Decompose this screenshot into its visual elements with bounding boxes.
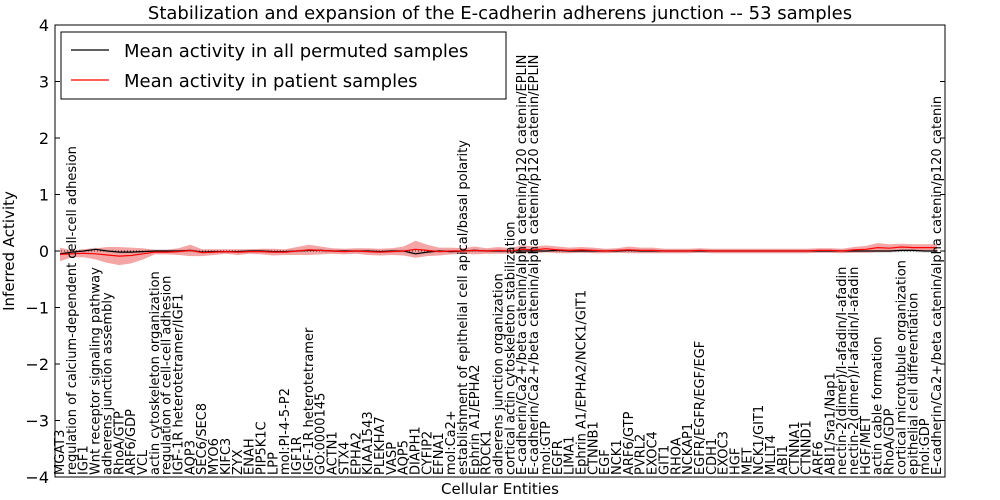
y-axis-label: Inferred Activity [0,191,18,311]
x-tick-label: RhoA/GDP [883,408,898,475]
x-tick-label: GIT1 [657,445,672,475]
patient-band [60,240,937,266]
x-tick-label: LPP [266,452,281,475]
x-tick-label: HGF/MET [859,416,874,475]
x-tick-label: KIFC3 [219,438,234,475]
series-line-patient [59,246,937,257]
x-tick-label: RhoA/GTP [112,411,127,475]
x-tick-label: E-cadherin/Ca2+/beta catenin/alpha caten… [515,55,530,475]
x-tick-label: EXOC3 [717,431,732,475]
legend: Mean activity in all permuted samples Me… [60,31,507,100]
x-tick-label: ROCK1 [480,430,495,475]
x-tick-label: DIAPH1 [409,426,424,475]
x-tick-label: mol:PI-4-5-P2 [278,388,293,475]
y-tick-label: −3 [25,412,49,431]
y-tick-label: 0 [39,242,49,261]
legend-label-permuted: Mean activity in all permuted samples [124,41,468,62]
x-tick-label: establishment of epithelial cell apical/… [456,140,471,475]
x-tick-label: actin cytoskeleton organization [148,271,163,475]
x-tick-label: mol:Ca2+ [444,410,459,475]
chart-title: Stabilization and expansion of the E-cad… [148,3,852,24]
x-tick-label: cortical microtubule organization [894,260,909,475]
x-tick-label: EGFR/EGFR/EGF/EGF [693,341,708,475]
x-tick-label: MGAT3 [53,430,68,475]
x-tick-label: ABI1/Sra1/Nap1 [823,372,838,475]
x-tick-label: mol:GTP [539,421,554,475]
x-tick-label: PVRL2 [634,434,649,475]
y-tick-label: −4 [25,468,49,487]
x-tick-label: ENAH [243,438,258,475]
x-tick-label: IGF1 [77,445,92,475]
x-tick-label: EGFR [551,440,566,475]
y-tick-label: −1 [25,299,49,318]
x-tick-label: nectin-2(dimer)/I-afadin/I-afadin [847,267,862,475]
x-tick-label: ARF6 [812,441,827,475]
x-tick-label: RHOA [669,437,684,475]
y-tick-label: −2 [25,355,49,374]
y-axis-ticks: −4 −3 −2 −1 0 1 2 3 4 [25,16,945,487]
x-tick-label: EGF [598,449,613,475]
x-tick-label: E-cadherin/Ca2+/beta catenin/alpha caten… [930,96,945,475]
x-tick-label: epithelial cell differentiation [906,293,921,475]
series-layer [59,246,937,257]
x-tick-label: NCK1/GIT1 [752,405,767,475]
x-tick-label: VASP [385,442,400,475]
x-tick-label: nectin-2(dimer)/I-afadin/I-afadin [835,267,850,475]
x-tick-label: actin cable formation [871,336,886,474]
x-tick-label: VCL [136,449,151,475]
y-tick-label: 3 [39,73,49,92]
x-tick-label: CTNND1 [800,420,815,475]
x-tick-label: PLEKHA7 [373,416,388,475]
x-tick-label: EXOC4 [646,431,661,475]
legend-box [60,31,507,100]
x-tick-label: PIP5K1C [255,421,270,475]
x-tick-label: EFNA1 [432,432,447,475]
x-tick-label: SEC6/SEC8 [195,403,210,475]
x-tick-label: Ephrin A1/EPHA2 [468,364,483,475]
x-tick-label: adherens junction organization [492,273,507,475]
x-tick-label: CTNNA1 [788,421,803,475]
x-tick-label: adherens junction assembly [100,292,115,475]
x-axis-label: Cellular Entities [441,480,559,498]
x-tick-label: ACTN1 [326,431,341,475]
x-tick-label: MLLT4 [764,435,779,475]
y-tick-label: 1 [39,186,49,205]
x-tick-label: NCK1 [610,439,625,475]
x-tick-label: CDH1 [705,438,720,475]
x-tick-label: IGF1R [290,436,305,475]
legend-label-patient: Mean activity in patient samples [124,71,418,92]
x-tick-label: mol:GDP [918,418,933,475]
x-tick-label: CTNNB1 [586,421,601,475]
x-tick-label: NCKAP1 [681,423,696,475]
x-tick-label: EPHA2 [349,432,364,475]
x-tick-label: ZYX [231,449,246,475]
x-tick-label: GO:0000145 [314,393,329,475]
x-tick-label: E-cadherin/Ca2+/beta catenin/alpha caten… [527,55,542,475]
x-tick-label: KIAA1543 [361,411,376,475]
x-tick-label: STX4 [337,442,352,475]
x-tick-label: MET [740,448,755,475]
x-tick-label: CYFIP2 [420,431,435,475]
x-tick-label: AQP3 [183,440,198,475]
x-tick-label: LIMA1 [563,436,578,475]
y-tick-label: 2 [39,129,49,148]
y-tick-label: 4 [39,16,49,35]
x-tick-label: Wnt receptor signaling pathway [89,267,104,475]
x-tick-label: ABI1 [776,445,791,475]
x-tick-label: HGF [729,448,744,475]
x-tick-label: cortical actin cytoskeleton stabilizatio… [503,221,518,475]
band-layer [60,240,937,266]
x-tick-label: regulation of cell-cell adhesion [160,276,175,475]
x-tick-label: Ephrin A1/EPHA2/NCK1/GIT1 [575,290,590,475]
x-tick-label: ARF6/GTP [622,411,637,475]
x-tick-label: regulation of calcium-dependent cell-cel… [65,146,80,475]
x-tick-label: ARF6/GDP [124,409,139,475]
x-tick-label: IGF-1R heterotetramer/IGF1 [172,294,187,475]
x-tick-label: AQP5 [397,440,412,475]
x-tick-label: MYO6 [207,438,222,475]
x-tick-label: IGF-1R heterotetramer [302,327,317,475]
